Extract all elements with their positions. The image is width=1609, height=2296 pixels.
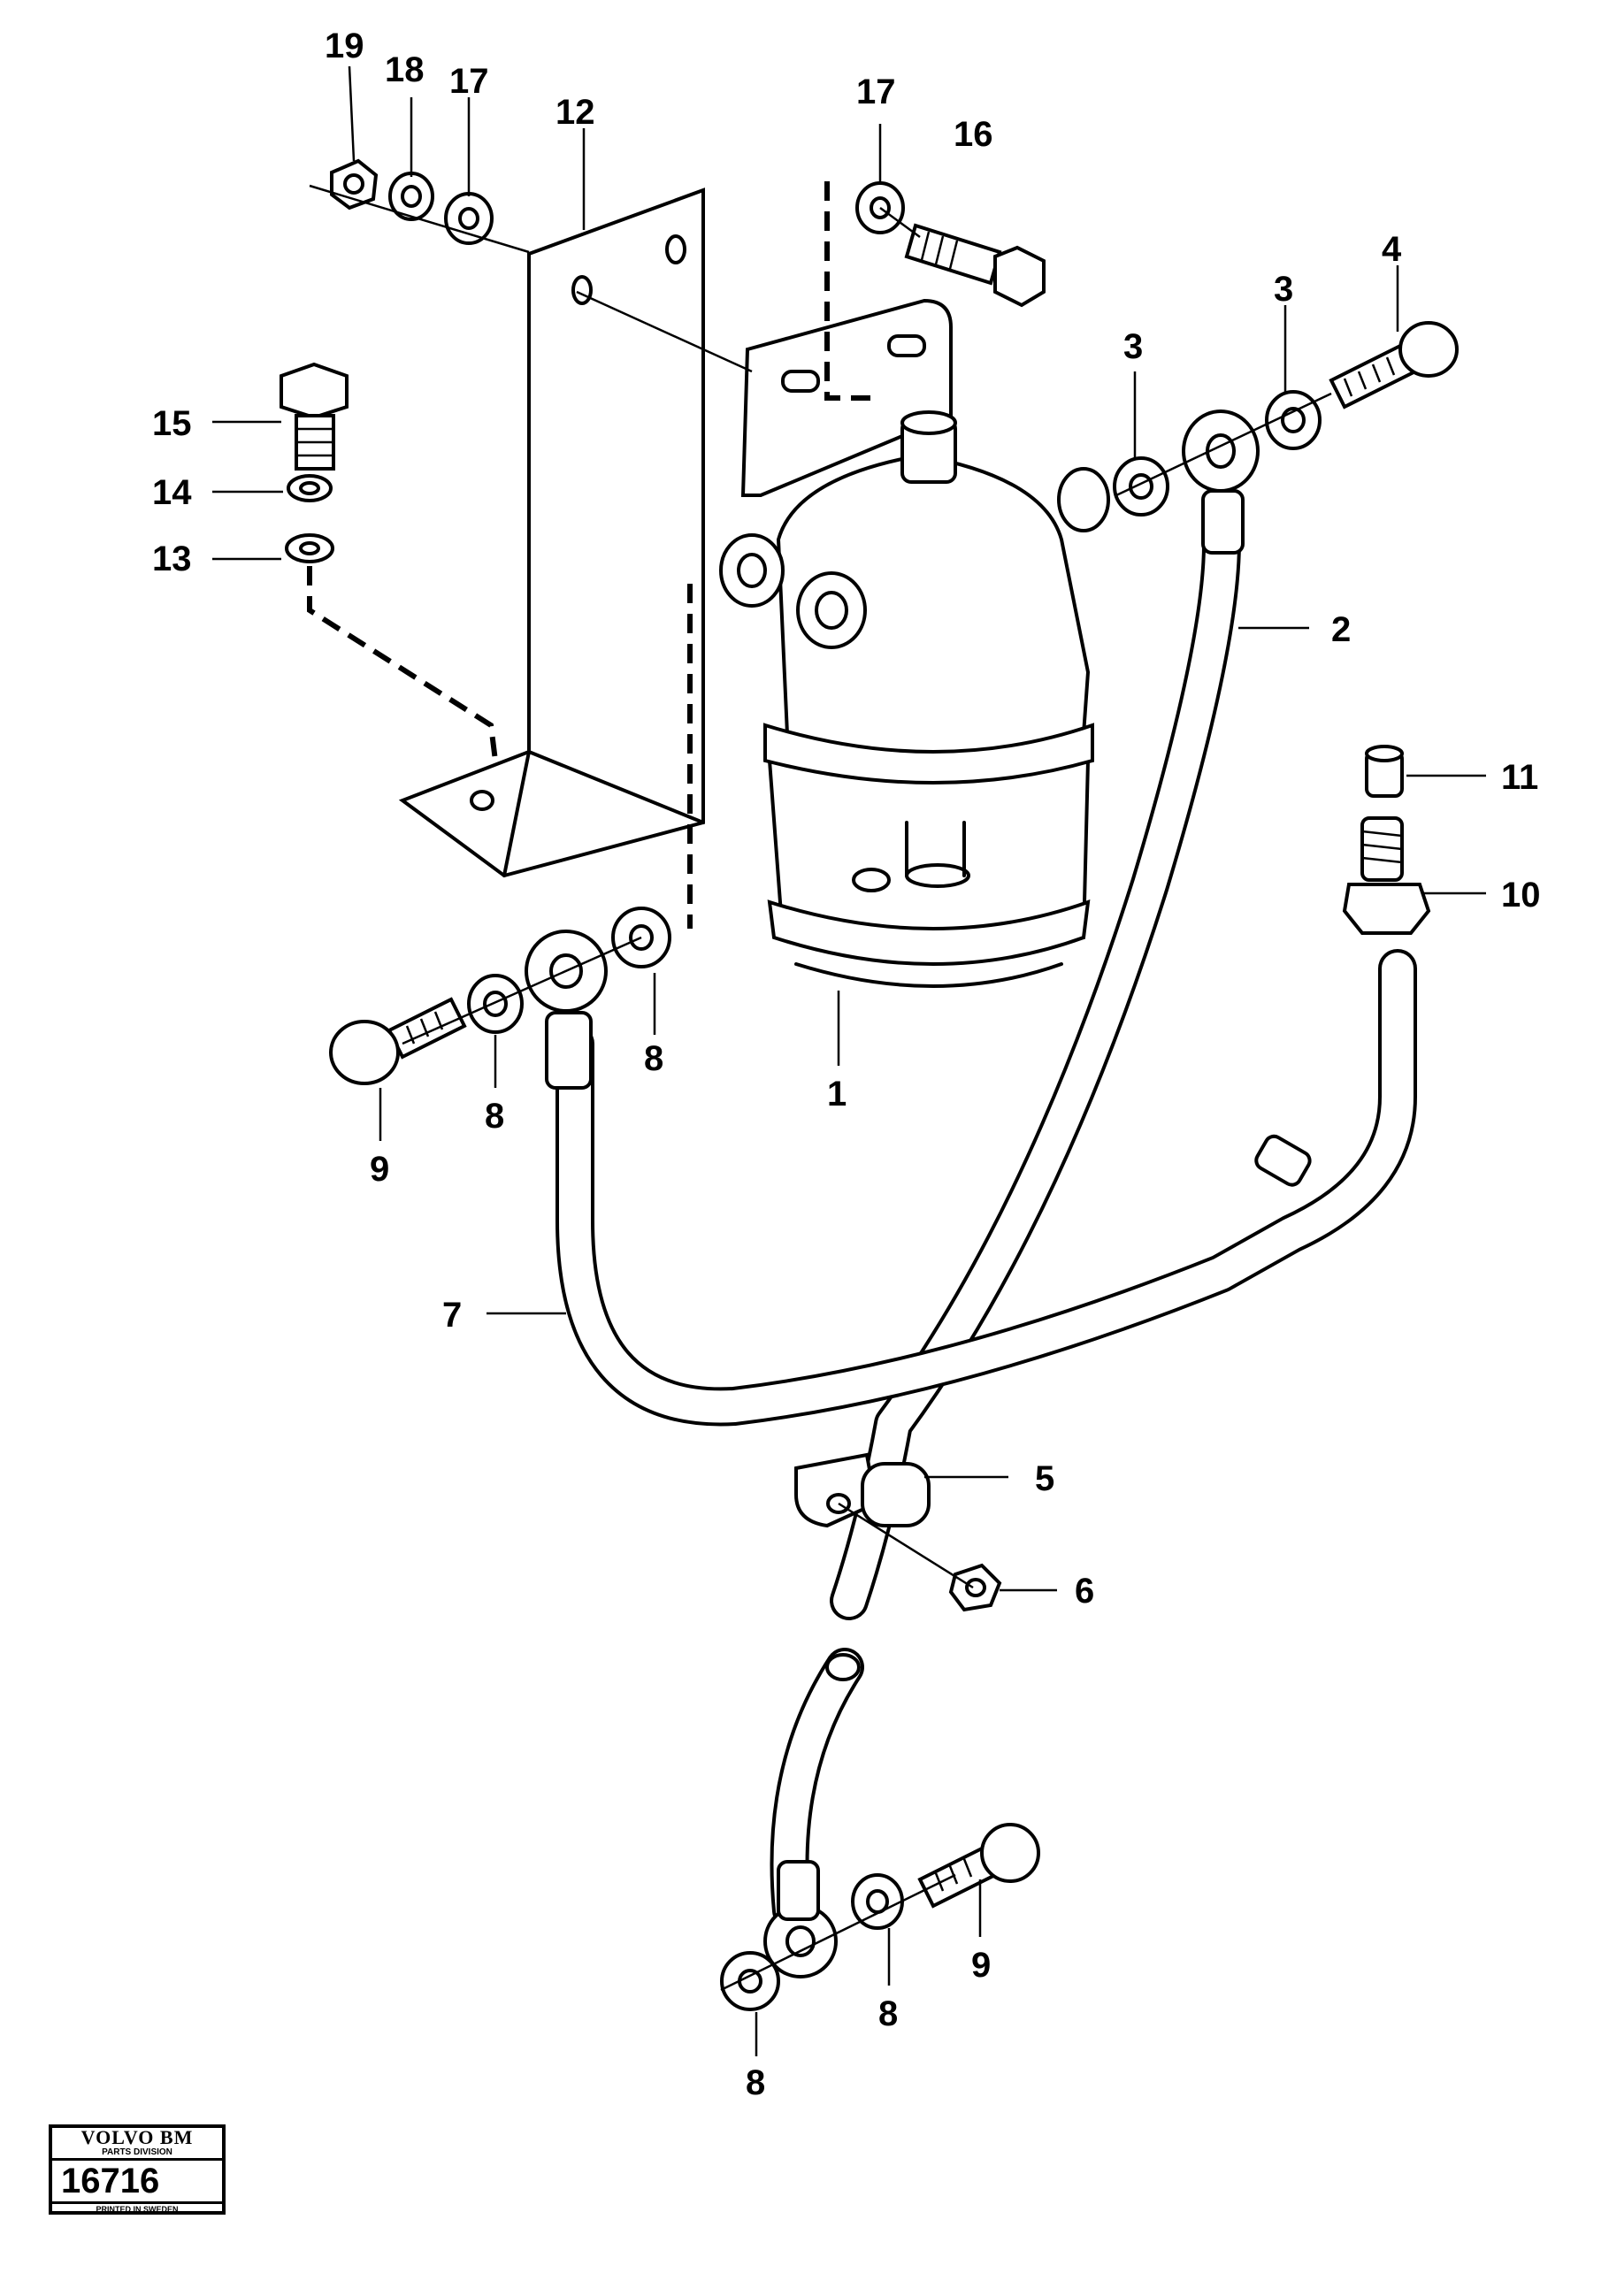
bolt-15 [280,362,349,471]
stamp-printed: PRINTED IN SWEDEN [96,2205,179,2214]
volvo-bm-stamp: VOLVO BM PARTS DIVISION 16716 PRINTED IN… [49,2124,226,2215]
union-fitting-10 [1342,816,1431,935]
hose-clamp [794,1452,931,1528]
banjo-fitting-top-right [1182,409,1260,555]
part-label-7: 7 [442,1296,462,1335]
part-label-19: 19 [325,27,364,65]
part-label-12: 12 [555,93,595,132]
part-label-5: 5 [1035,1459,1054,1498]
part-label-8: 8 [485,1097,504,1136]
leader-lines [212,65,1486,2056]
nipple-11 [1365,745,1404,798]
part-label-1: 1 [827,1075,847,1114]
part-label-9: 9 [370,1150,389,1189]
part-labels: 19 18 17 12 17 16 4 3 3 2 15 14 13 11 10… [152,27,1541,2102]
banjo-bolt-4 [1329,321,1459,409]
fuel-filter [719,410,1110,988]
part-label-2: 2 [1331,610,1351,649]
part-label-9: 9 [971,1946,991,1985]
part-label-17: 17 [449,62,489,101]
stamp-division: PARTS DIVISION [52,2147,222,2161]
part-label-15: 15 [152,404,192,443]
part-label-17: 17 [856,73,896,111]
mounting-bracket [398,188,705,878]
stamp-brand: VOLVO BM [80,2126,194,2148]
part-label-14: 14 [152,473,192,512]
bolt-16 [904,223,1046,308]
part-label-8: 8 [746,2063,765,2102]
stamp-number: 16716 [52,2161,222,2204]
part-label-8: 8 [644,1039,663,1078]
fuel-hose-7 [555,949,1417,1427]
clamp-nut [948,1563,1002,1612]
part-label-16: 16 [954,115,993,154]
part-label-3: 3 [1123,327,1143,366]
part-label-3: 3 [1274,270,1293,309]
part-label-18: 18 [385,50,425,89]
part-label-4: 4 [1382,230,1402,269]
banjo-bolt-9-bottom [917,1823,1040,1909]
filter-head-plate [740,298,953,497]
part-label-8: 8 [878,1994,898,2033]
part-label-6: 6 [1075,1572,1094,1611]
part-label-11: 11 [1501,758,1538,797]
clamp-bolt-line [838,1502,974,1589]
part-label-13: 13 [152,540,192,578]
banjo-bolt-9-left [329,997,467,1085]
assembly-lines [307,181,1332,1992]
nut-19 [330,158,379,210]
part-label-10: 10 [1501,876,1541,915]
